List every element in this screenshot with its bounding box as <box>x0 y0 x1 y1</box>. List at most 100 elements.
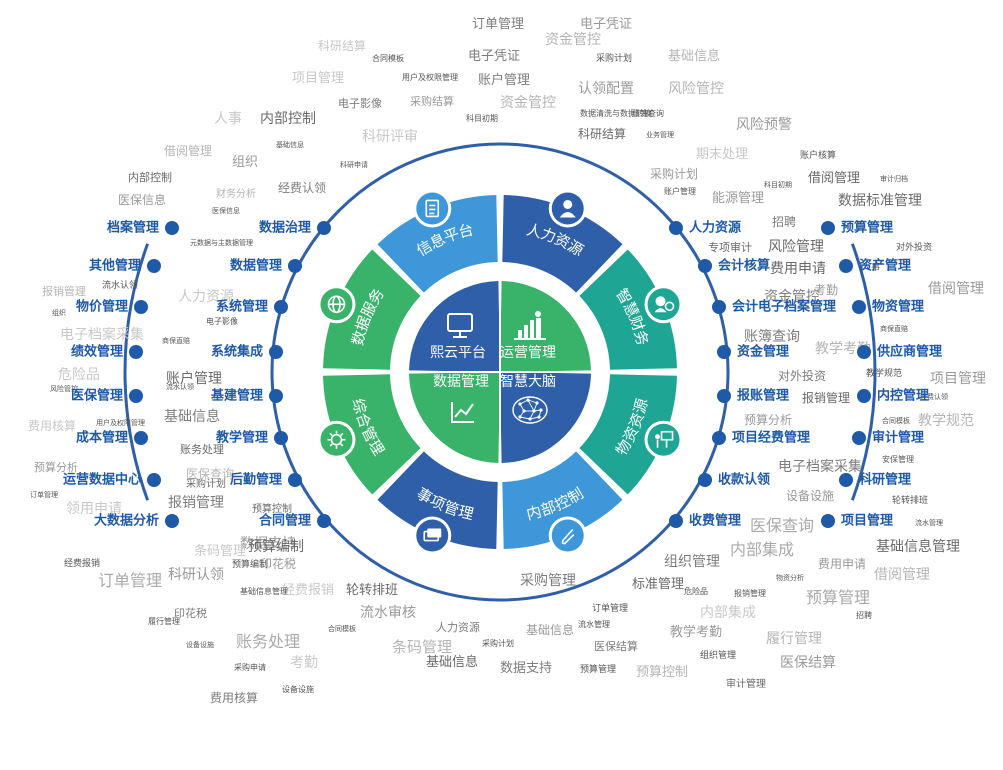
word-cloud-item: 危险品 <box>684 587 708 596</box>
word-cloud-item: 预算编制 <box>232 560 269 570</box>
module-label[interactable]: 物价管理 <box>75 299 128 315</box>
module-label[interactable]: 人力资源 <box>689 220 742 236</box>
word-cloud-item: 合同模板 <box>328 625 356 633</box>
word-cloud-item: 考勤 <box>290 655 318 671</box>
module-label[interactable]: 会计核算 <box>718 258 771 274</box>
word-cloud-item: 电子档案采集 <box>778 459 862 475</box>
core-quadrant[interactable] <box>409 372 500 463</box>
module-label[interactable]: 系统管理 <box>215 299 268 315</box>
word-cloud-item: 报销管理 <box>168 495 224 511</box>
word-cloud-item: 借阅管理 <box>164 144 213 158</box>
word-cloud-item: 轮转排班 <box>892 496 929 506</box>
module-label[interactable]: 基建管理 <box>210 388 263 404</box>
module-label[interactable]: 项目经费管理 <box>732 430 811 446</box>
word-cloud-item: 条码管理 <box>392 638 453 656</box>
module-label[interactable]: 收款认领 <box>718 472 771 488</box>
word-cloud-item: 订单管理 <box>98 571 163 590</box>
word-cloud-item: 组织管理 <box>700 651 737 661</box>
node-dot <box>669 514 683 528</box>
module-label[interactable]: 合同管理 <box>258 513 311 529</box>
module-label[interactable]: 后勤管理 <box>229 472 282 488</box>
word-cloud-item: 教学规范 <box>918 413 974 429</box>
word-cloud-item: 预算控制 <box>252 504 292 515</box>
word-cloud-item: 费用核算 <box>210 691 259 705</box>
module-label[interactable]: 教学管理 <box>215 430 268 446</box>
word-cloud-item: 标准管理 <box>632 577 685 592</box>
module-label[interactable]: 档案管理 <box>106 220 159 236</box>
ring-segment[interactable] <box>323 249 421 370</box>
word-cloud-item: 招聘 <box>772 215 797 229</box>
module-label[interactable]: 运营数据中心 <box>62 472 141 488</box>
module-label[interactable]: 资金管理 <box>737 344 790 360</box>
ring-segment[interactable] <box>377 451 498 549</box>
module-label[interactable]: 数据治理 <box>258 220 311 236</box>
module-label[interactable]: 项目管理 <box>841 513 894 529</box>
word-cloud-item: 费用申请 <box>770 261 826 277</box>
module-label[interactable]: 成本管理 <box>75 430 128 446</box>
module-label[interactable]: 审计管理 <box>872 430 925 446</box>
document-icon <box>413 189 452 228</box>
word-cloud-item: 基础信息 <box>426 655 479 670</box>
word-cloud-item: 科研申请 <box>340 161 368 169</box>
word-cloud-item: 人事 <box>862 263 881 273</box>
module-label[interactable]: 数据管理 <box>229 258 282 274</box>
module-label[interactable]: 科研管理 <box>859 472 912 488</box>
module-label[interactable]: 预算管理 <box>841 220 894 236</box>
word-cloud-item: 医保结算 <box>780 655 836 671</box>
core-quadrant[interactable] <box>409 281 500 372</box>
module-label[interactable]: 资产管理 <box>859 258 912 274</box>
node-dot <box>317 514 331 528</box>
word-cloud-item: 合同模板 <box>372 54 404 63</box>
node-dot <box>274 431 288 445</box>
module-label[interactable]: 收费管理 <box>689 513 742 529</box>
word-cloud-item: 流水管理 <box>915 519 943 527</box>
node-dot <box>857 389 871 403</box>
module-label[interactable]: 医保管理 <box>70 388 123 404</box>
word-cloud-item: 采购管理 <box>520 573 576 589</box>
word-cloud-item: 组织 <box>52 309 66 317</box>
word-cloud-item: 报销管理 <box>734 589 766 598</box>
word-cloud-item: 采购计划 <box>186 479 226 490</box>
word-cloud-item: 人力资源 <box>436 621 480 634</box>
word-cloud-item: 预算管理 <box>580 665 617 675</box>
word-cloud-item: 招聘 <box>856 611 872 620</box>
core-label: 运营管理 <box>500 345 556 361</box>
word-cloud-item: 基础信息管理 <box>876 539 960 555</box>
module-label[interactable]: 供应商管理 <box>877 344 943 360</box>
word-cloud-item: 医保查询 <box>186 467 235 481</box>
module-label[interactable]: 绩效管理 <box>70 344 123 360</box>
module-label[interactable]: 会计电子档案管理 <box>732 299 837 315</box>
node-dot <box>147 259 161 273</box>
module-label[interactable]: 其他管理 <box>88 258 141 274</box>
module-label[interactable]: 物资管理 <box>872 299 925 315</box>
module-label[interactable]: 系统集成 <box>210 344 263 360</box>
node-dot <box>165 221 179 235</box>
node-dot <box>698 259 712 273</box>
word-cloud-item: 数据标准管理 <box>838 193 922 209</box>
ring-segment[interactable] <box>502 451 623 549</box>
core-quadrant[interactable] <box>500 281 591 372</box>
word-cloud-item: 履行管理 <box>148 617 180 626</box>
word-cloud-item: 采购计划 <box>650 167 699 181</box>
ring-segment[interactable] <box>579 374 677 495</box>
ring-segment[interactable] <box>579 249 677 370</box>
ring-segment[interactable] <box>502 195 623 293</box>
word-cloud-item: 数据支持 <box>240 536 296 552</box>
word-cloud-item: 流水审核 <box>360 605 416 621</box>
word-cloud-item: 科研认领 <box>168 567 224 583</box>
node-dot <box>134 431 148 445</box>
word-cloud-item: 内部控制 <box>128 171 172 184</box>
ring-segment[interactable] <box>323 374 421 495</box>
word-cloud-item: 教学考勤 <box>670 625 723 640</box>
word-cloud-item: 数据支持 <box>500 661 553 676</box>
word-cloud-item: 流水认领 <box>102 281 139 291</box>
word-cloud-item: 设备设施 <box>282 685 314 694</box>
growth-icon <box>514 311 546 340</box>
ring-segment[interactable] <box>377 195 498 293</box>
module-label[interactable]: 大数据分析 <box>93 513 159 529</box>
word-cloud-item: 商保直赔 <box>162 337 190 345</box>
module-label[interactable]: 内控管理 <box>877 388 930 404</box>
core-quadrant[interactable] <box>500 372 591 463</box>
module-label[interactable]: 报账管理 <box>737 388 790 404</box>
